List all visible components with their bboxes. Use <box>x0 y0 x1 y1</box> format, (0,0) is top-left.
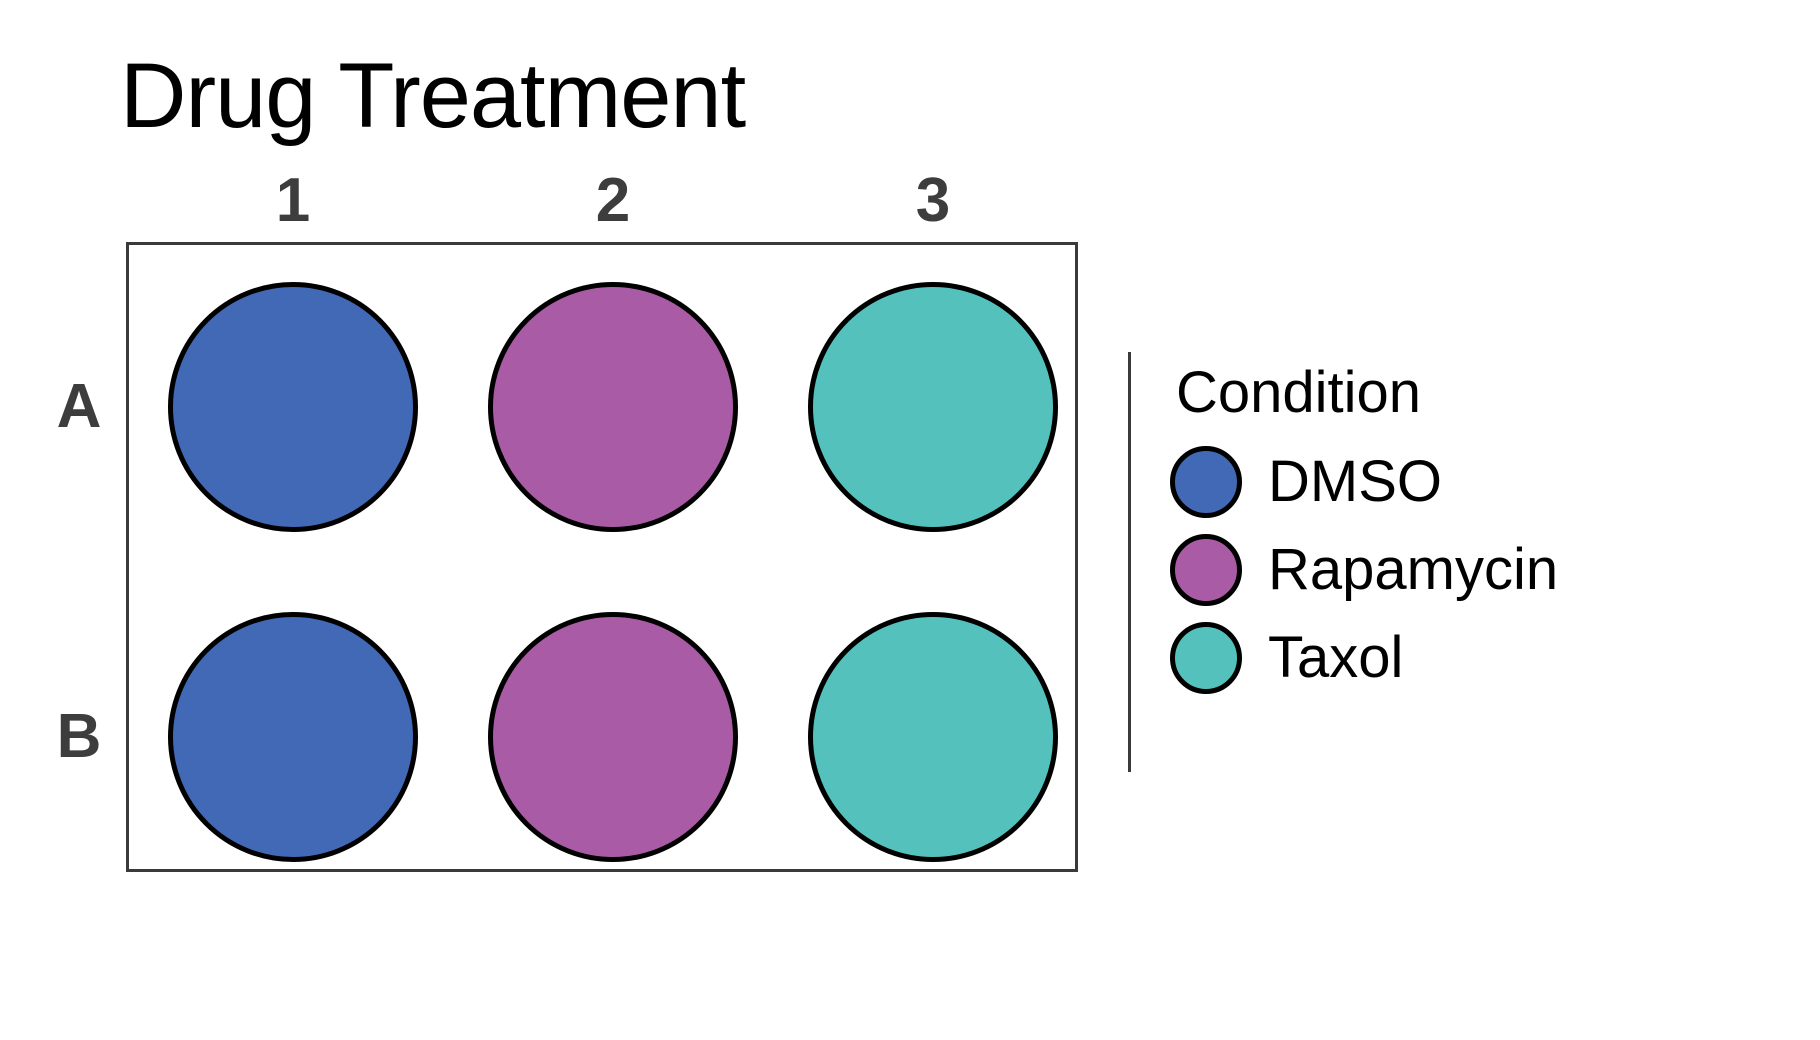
row-header-B: B <box>56 702 102 771</box>
legend-title: Condition <box>1176 360 1422 425</box>
legend-entry-label: Rapamycin <box>1268 537 1559 602</box>
legend-entry-taxol[interactable]: Taxol <box>1170 614 1810 702</box>
column-header-2: 2 <box>595 166 631 235</box>
legend-swatch-circle-icon <box>1170 622 1242 694</box>
legend-entry-label: DMSO <box>1268 449 1442 514</box>
well-B2[interactable] <box>488 612 738 862</box>
legend-entry-label: Taxol <box>1268 625 1404 690</box>
well-A1[interactable] <box>168 282 418 532</box>
well-B3[interactable] <box>808 612 1058 862</box>
legend-swatch-circle-icon <box>1170 534 1242 606</box>
legend-divider <box>1128 352 1131 772</box>
column-header-3: 3 <box>915 166 951 235</box>
well-A2[interactable] <box>488 282 738 532</box>
row-header-A: A <box>56 372 102 441</box>
page-title: Drug Treatment <box>120 45 746 147</box>
column-header-1: 1 <box>275 166 311 235</box>
legend-entry-rapamycin[interactable]: Rapamycin <box>1170 526 1810 614</box>
well-A3[interactable] <box>808 282 1058 532</box>
legend-entry-dmso[interactable]: DMSO <box>1170 438 1810 526</box>
well-B1[interactable] <box>168 612 418 862</box>
legend-swatch-circle-icon <box>1170 446 1242 518</box>
